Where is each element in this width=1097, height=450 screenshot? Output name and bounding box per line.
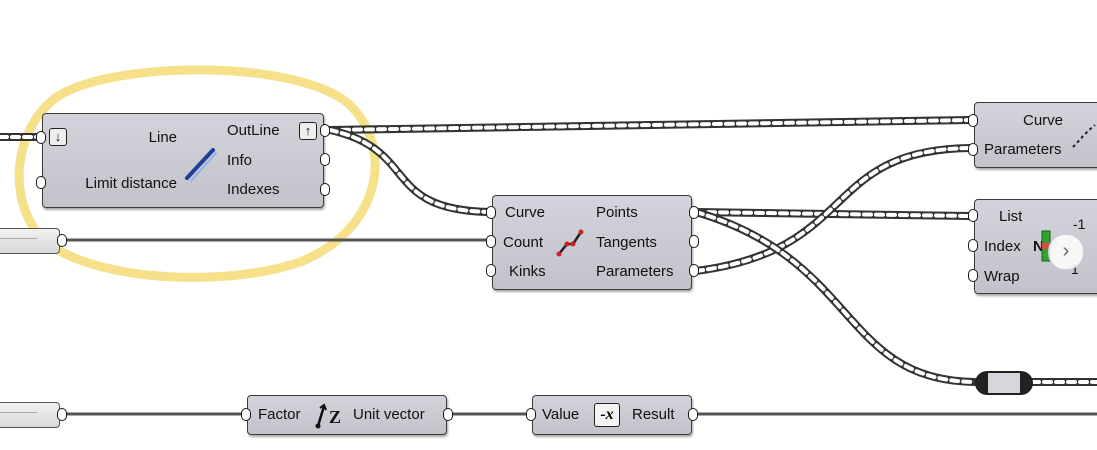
outline-output-grip[interactable] xyxy=(320,124,330,137)
negative-component[interactable]: Value -x Result xyxy=(532,395,692,435)
index-input-grip[interactable] xyxy=(968,239,978,252)
value-input-label: Value xyxy=(542,406,580,423)
graft-output-icon[interactable]: ↑ xyxy=(299,122,317,140)
tangents-output-grip[interactable] xyxy=(689,235,699,248)
info-output-label: Info xyxy=(227,152,253,169)
wrap-input-label: Wrap xyxy=(984,268,1020,285)
tangents-output-label: Tangents xyxy=(596,234,657,251)
list-index-range-label: -1 xyxy=(1073,216,1086,232)
flatten-input-icon[interactable]: ↓ xyxy=(49,128,67,146)
slider-1-output-grip[interactable] xyxy=(57,234,67,247)
list-index-partial-glyph: N xyxy=(1033,238,1044,255)
factor-input-label: Factor xyxy=(258,406,301,423)
count-input-label: Count xyxy=(503,234,544,251)
outline-output-label: OutLine xyxy=(227,122,280,139)
wire-points-to-list xyxy=(692,208,974,220)
unit-z-icon-text: Z xyxy=(329,407,342,427)
indexes-output-grip[interactable] xyxy=(320,183,330,196)
evaluate-component[interactable]: Curve Parameters xyxy=(974,102,1097,168)
result-output-grip[interactable] xyxy=(688,408,698,421)
evaluate-curve-icon xyxy=(1072,124,1096,148)
relay-capsule[interactable] xyxy=(975,371,1033,395)
unit-vector-output-label: Unit vector xyxy=(353,406,425,423)
list-index-right-value: 1 xyxy=(1071,261,1079,277)
kinks-input-grip[interactable] xyxy=(486,264,496,277)
parameters-output-grip[interactable] xyxy=(689,264,699,277)
number-slider-2[interactable] xyxy=(0,402,60,428)
list-input-label: List xyxy=(999,208,1023,225)
limit-distance-input-grip[interactable] xyxy=(36,176,46,189)
number-slider-1[interactable] xyxy=(0,228,60,254)
highlight-circle xyxy=(14,65,380,282)
line-component[interactable]: ↓ Line Limit distance OutLine ↑ Info Ind… xyxy=(42,113,324,208)
limit-distance-input-label: Limit distance xyxy=(85,175,177,192)
value-input-grip[interactable] xyxy=(526,408,536,421)
discontinuity-icon xyxy=(556,229,584,257)
negative-icon-text: -x xyxy=(600,406,614,423)
result-output-label: Result xyxy=(632,406,675,423)
evaluate-parameters-input-label: Parameters xyxy=(984,141,1062,158)
wrap-input-grip[interactable] xyxy=(968,269,978,282)
line-offset-icon xyxy=(185,148,217,182)
evaluate-curve-input-label: Curve xyxy=(1023,112,1064,129)
points-output-label: Points xyxy=(596,204,638,221)
indexes-output-label: Indexes xyxy=(227,181,280,198)
factor-input-grip[interactable] xyxy=(241,408,251,421)
evaluate-curve-input-grip[interactable] xyxy=(968,114,978,127)
unit-vector-output-grip[interactable] xyxy=(443,408,453,421)
evaluate-parameters-input-grip[interactable] xyxy=(968,143,978,156)
line-input-grip[interactable] xyxy=(36,131,46,144)
unit-z-icon xyxy=(315,403,327,429)
negative-icon: -x xyxy=(594,403,620,427)
info-output-grip[interactable] xyxy=(320,153,330,166)
line-input-label: Line xyxy=(148,129,177,146)
curve-input-grip[interactable] xyxy=(486,206,496,219)
count-input-grip[interactable] xyxy=(486,235,496,248)
chevron-right-icon[interactable]: › xyxy=(1048,234,1084,270)
parameters-output-label: Parameters xyxy=(596,263,674,280)
wire-points-to-panel xyxy=(692,208,979,386)
points-output-grip[interactable] xyxy=(689,206,699,219)
curve-input-label: Curve xyxy=(505,204,546,221)
unit-vector-component[interactable]: Factor Z Unit vector xyxy=(247,395,447,435)
discontinuity-component[interactable]: Curve Count Kinks Points Tangents Parame… xyxy=(492,195,692,290)
wire-parameters-to-evaluate xyxy=(692,144,974,275)
kinks-input-label: Kinks xyxy=(509,263,546,280)
index-input-label: Index xyxy=(984,238,1021,255)
slider-2-output-grip[interactable] xyxy=(57,408,67,421)
list-input-grip[interactable] xyxy=(968,209,978,222)
wire-outline-to-discont-curve xyxy=(326,126,494,216)
wire-outline-to-evaluate-curve xyxy=(326,116,974,134)
